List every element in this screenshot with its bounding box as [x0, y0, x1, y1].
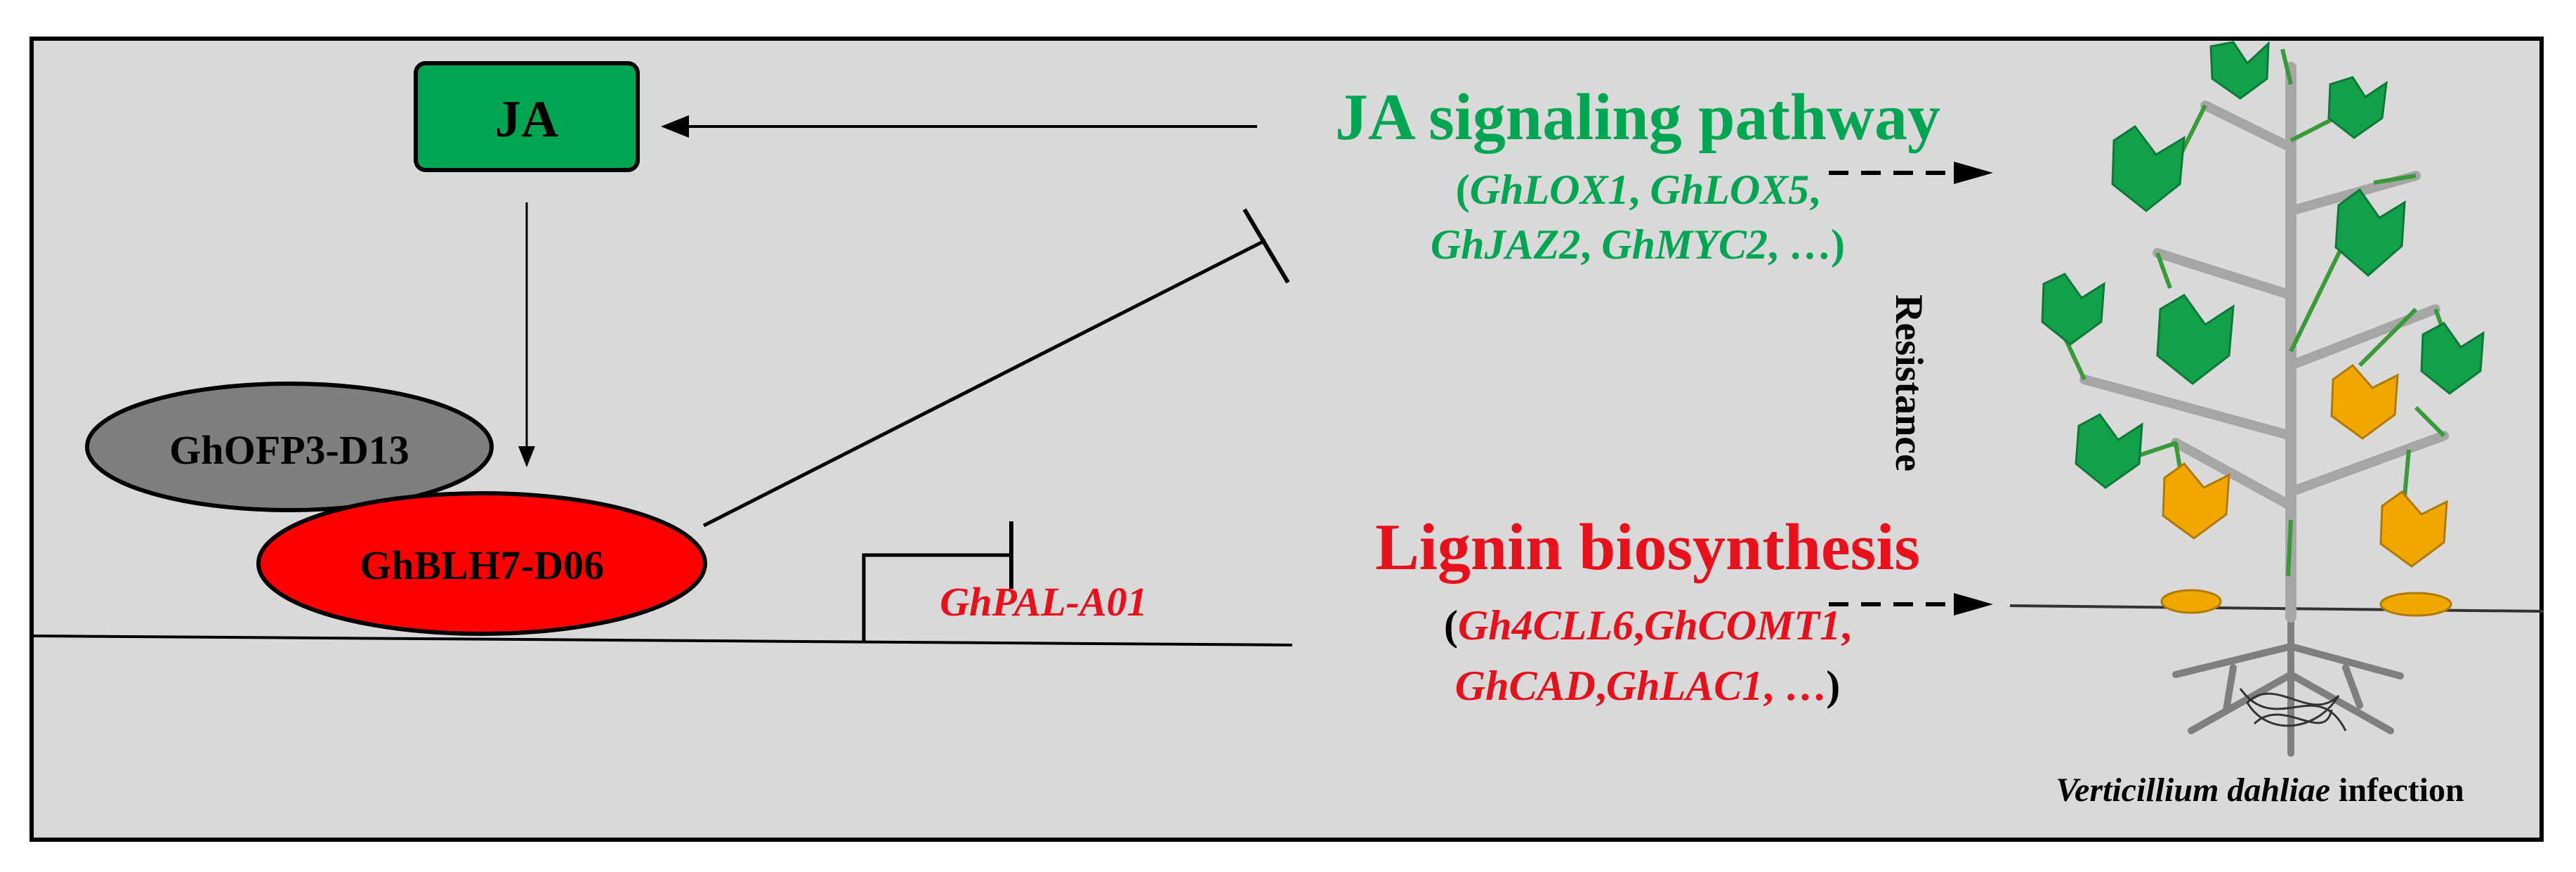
ghblh7-label: GhBLH7-D06 — [360, 542, 604, 588]
gene-ghlac1: GhLAC1 — [1606, 663, 1763, 709]
ja-pathway-title: JA signaling pathway — [1335, 81, 1940, 154]
leaf-orange-1 — [2330, 363, 2399, 440]
stem-tip — [2280, 48, 2293, 85]
infection-caption: Verticillium dahliae infection — [2056, 772, 2464, 809]
inhibition-ghblh7-to-ja-pathway — [702, 208, 1290, 528]
gene-ghcad: GhCAD — [1455, 663, 1596, 709]
leaf-green-8 — [2075, 413, 2143, 489]
ja-pathway-genes-line1: (GhLOX1, GhLOX5, — [1456, 167, 1820, 213]
leaf-green-7 — [2420, 322, 2485, 395]
lignin-genes-ellipsis: , … — [1763, 663, 1826, 709]
root-hairs — [2239, 688, 2347, 731]
dashed-arrow-ja-to-plant — [1829, 162, 1993, 184]
lignin-genes-open-paren: ( — [1444, 602, 1458, 649]
ghofp3-label: GhOFP3-D13 — [169, 427, 409, 473]
ghofp3-node: GhOFP3-D13 — [85, 382, 494, 512]
resistance-label: Resistance — [1887, 294, 1931, 471]
ghpal-label: GhPAL-A01 — [940, 579, 1147, 625]
promoter-inhibition — [862, 521, 1013, 641]
lignin-title: Lignin biosynthesis — [1375, 511, 1920, 584]
gene-ghlox1: GhLOX1 — [1470, 167, 1629, 213]
dashed-arrow-lignin-to-plant — [1829, 593, 1993, 616]
gene-ghcomt1: GhCOMT1 — [1644, 602, 1841, 649]
orange-leaves — [2160, 363, 2452, 617]
lignin-genes-line1: (Gh4CLL6,GhCOMT1, — [1444, 602, 1851, 649]
ja-genes-sep3: , — [1580, 221, 1601, 268]
gene-ghjaz2: GhJAZ2 — [1431, 221, 1580, 268]
ja-node: JA — [414, 61, 640, 172]
ja-genes-sep2: , — [1809, 167, 1820, 213]
gene-ghmyc2: GhMYC2 — [1601, 221, 1768, 268]
ja-genes-close-paren: ) — [1831, 221, 1845, 268]
cotton-plant-illustration — [2009, 41, 2544, 757]
lignin-genes-sep1: , — [1634, 602, 1644, 649]
lignin-genes-sep3: , — [1596, 663, 1606, 709]
leaf-green-6 — [2156, 294, 2235, 385]
plant-branches — [2079, 100, 2449, 511]
ja-label: JA — [495, 91, 558, 148]
lignin-genes-line2: GhCAD,GhLAC1, …) — [1455, 663, 1840, 709]
leaf-orange-2 — [2162, 462, 2230, 540]
caption-suffix: infection — [2330, 772, 2464, 809]
leaf-green-4 — [2334, 188, 2406, 277]
ja-genes-open-paren: ( — [1456, 167, 1470, 213]
leaf-orange-fallen-2 — [2379, 592, 2452, 617]
ja-pathway-genes-line2: GhJAZ2, GhMYC2, …) — [1431, 221, 1845, 268]
gene-gh4cll6: Gh4CLL6 — [1458, 602, 1634, 649]
lignin-genes-sep2: , — [1841, 602, 1851, 649]
lignin-genes-close-paren: ) — [1826, 663, 1840, 709]
caption-pathogen: Verticillium dahliae — [2056, 772, 2330, 809]
gene-ghlox5: GhLOX5 — [1650, 167, 1809, 213]
ja-genes-ellipsis: , … — [1768, 221, 1831, 268]
leaf-orange-3 — [2379, 490, 2448, 568]
leaf-green-5 — [2041, 273, 2105, 346]
plant-roots — [2172, 615, 2404, 757]
leaf-green-2 — [2327, 76, 2388, 139]
leaf-green-1 — [2209, 41, 2270, 100]
ghblh7-node: GhBLH7-D06 — [256, 491, 707, 636]
leaf-orange-fallen-1 — [2160, 589, 2222, 614]
green-leaves — [2041, 41, 2485, 489]
leaf-green-3 — [2111, 124, 2186, 212]
soil-line — [2009, 604, 2544, 613]
ja-genes-sep1: , — [1629, 167, 1650, 213]
dna-baseline — [33, 635, 1293, 646]
